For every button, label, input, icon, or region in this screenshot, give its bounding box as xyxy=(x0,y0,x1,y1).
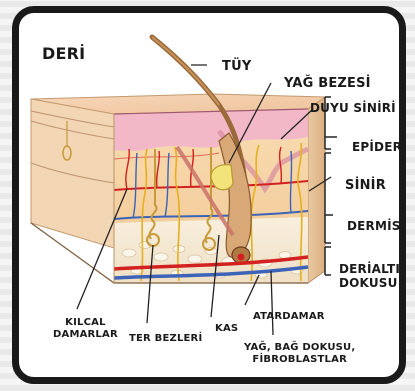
sebaceous-gland xyxy=(211,165,233,190)
label-subcutaneous-line1: DERİALTI xyxy=(339,263,400,277)
diagram-title: DERİ xyxy=(42,45,85,63)
block-left-face xyxy=(31,99,114,248)
label-epidermis: EPİDERMİS xyxy=(352,141,406,155)
label-capillaries-line2: DAMARLAR xyxy=(53,329,118,341)
label-capillaries: KILCAL DAMARLAR xyxy=(53,317,118,340)
diagram-frame: DERİ TÜY YAĞ BEZESİ DUYU SİNİRİ EPİDERMİ… xyxy=(12,6,406,384)
label-fat-line1: YAĞ, BAĞ DOKUSU, xyxy=(244,342,355,354)
label-dermis: DERMİS xyxy=(347,220,401,234)
label-fat-connective-tissue: YAĞ, BAĞ DOKUSU, FİBROBLASTLAR xyxy=(244,342,355,365)
label-sensory-nerve: DUYU SİNİRİ xyxy=(310,102,396,116)
label-capillaries-line1: KILCAL xyxy=(53,317,118,329)
label-sebaceous-gland: YAĞ BEZESİ xyxy=(284,77,371,92)
label-hair: TÜY xyxy=(222,60,251,75)
label-subcutaneous-line2: DOKUSU xyxy=(339,277,400,291)
label-fat-line2: FİBROBLASTLAR xyxy=(244,354,355,366)
label-subcutaneous-tissue: DERİALTI DOKUSU xyxy=(339,263,400,291)
label-sweat-glands: TER BEZLERİ xyxy=(129,333,202,345)
label-nerve: SİNİR xyxy=(345,179,386,194)
label-muscle: KAS xyxy=(215,323,238,335)
layer-brackets xyxy=(325,97,337,275)
label-artery: ATARDAMAR xyxy=(253,311,325,323)
